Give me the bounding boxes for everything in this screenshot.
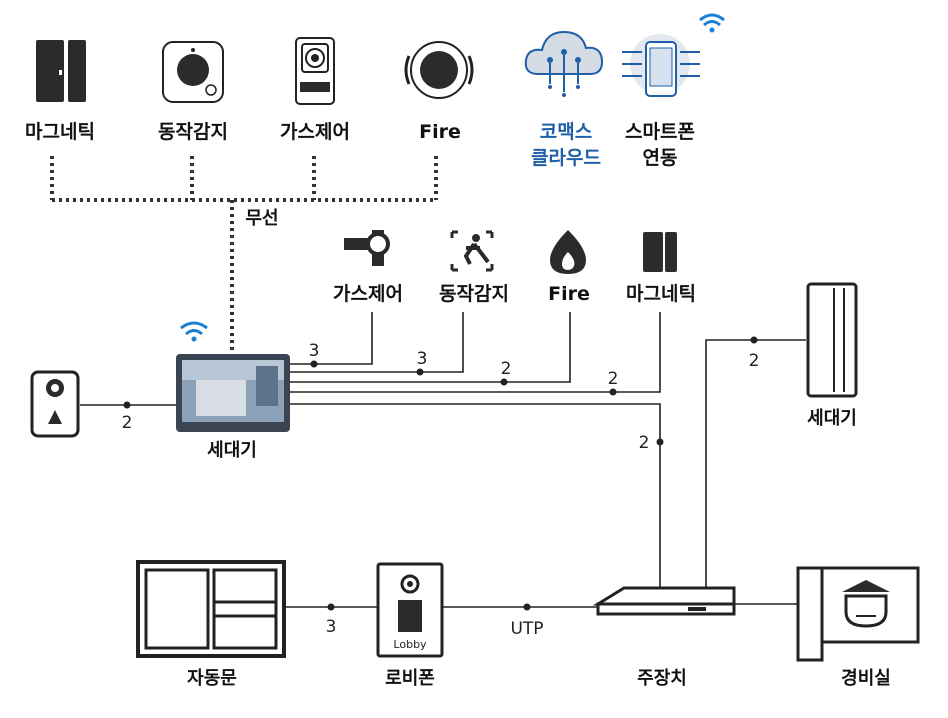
flame-icon — [550, 230, 586, 274]
doorcam-wire-dot — [123, 401, 131, 409]
wifi-icon — [699, 13, 725, 33]
main-unit-icon — [592, 586, 736, 616]
exit-motion-icon — [450, 230, 494, 272]
lobby-phone-icon — [376, 562, 444, 658]
lobby-wire-count: UTP — [510, 619, 543, 639]
fire-detector-icon — [404, 41, 474, 99]
home-unit-label: 세대기 — [207, 440, 257, 461]
lobby-phone-label: 로비폰 — [385, 668, 435, 689]
cloud-icon — [524, 30, 604, 97]
guard-room-icon — [796, 566, 920, 662]
lobby-text: Lobby — [393, 638, 427, 651]
autodoor-wire-dot — [327, 603, 335, 611]
magnetic-wire-dot — [609, 388, 617, 396]
door-camera-icon — [30, 370, 80, 438]
wireless-label: 무선 — [245, 208, 278, 229]
fire-wire-count: 2 — [501, 359, 512, 379]
autodoor-wire-count: 3 — [326, 617, 337, 637]
wired-motion-label: 동작감지 — [439, 283, 509, 305]
motion-wire-count: 3 — [417, 349, 428, 369]
magnetic-wire-count: 2 — [608, 369, 619, 389]
wireless-gas-label: 가스제어 — [280, 121, 350, 143]
wireless-bus — [50, 156, 438, 358]
auto-door-icon — [136, 560, 286, 658]
guard-room-label: 경비실 — [841, 668, 891, 689]
lobby-wire-dot — [523, 603, 531, 611]
remote-wire-dot — [750, 336, 758, 344]
magnetic-sensor-icon — [36, 40, 86, 102]
wireless-magnetic-label: 마그네틱 — [25, 121, 95, 143]
remote-wire-count: 2 — [749, 351, 760, 371]
doorcam-wire-count: 2 — [122, 413, 133, 433]
wireless-motion-label: 동작감지 — [158, 121, 228, 143]
fire-wire-dot — [500, 378, 508, 386]
wired-magnetic-label: 마그네틱 — [626, 283, 696, 305]
motion-wire-dot — [416, 368, 424, 376]
smartphone-label-line1: 스마트폰 — [625, 121, 695, 143]
gas-valve-icon — [295, 37, 335, 105]
remote-unit-label: 세대기 — [807, 408, 857, 429]
smartphone-label-line2: 연동 — [643, 147, 678, 169]
gas-valve-wired-icon — [344, 230, 390, 266]
wireless-fire-label: Fire — [419, 121, 461, 143]
wired-fire-label: Fire — [548, 283, 590, 305]
magnetic-wired-icon — [643, 232, 677, 272]
gas-wire-count: 3 — [309, 341, 320, 361]
cloud-label-line1: 코맥스 — [540, 121, 592, 143]
mainunit-wire-count: 2 — [639, 433, 650, 453]
remote-unit-panel — [806, 282, 858, 398]
wired-gas-label: 가스제어 — [333, 283, 403, 305]
motion-sensor-icon — [162, 41, 224, 103]
smartphone-icon — [622, 34, 700, 97]
auto-door-label: 자동문 — [187, 668, 237, 689]
wired-connections — [80, 312, 806, 590]
cloud-label-line2: 클라우드 — [531, 147, 601, 169]
mainunit-wire-dot — [656, 438, 664, 446]
wifi-home-icon — [180, 321, 208, 342]
home-unit-monitor — [176, 354, 290, 432]
main-unit-label: 주장치 — [637, 668, 687, 689]
gas-wire-dot — [310, 360, 318, 368]
